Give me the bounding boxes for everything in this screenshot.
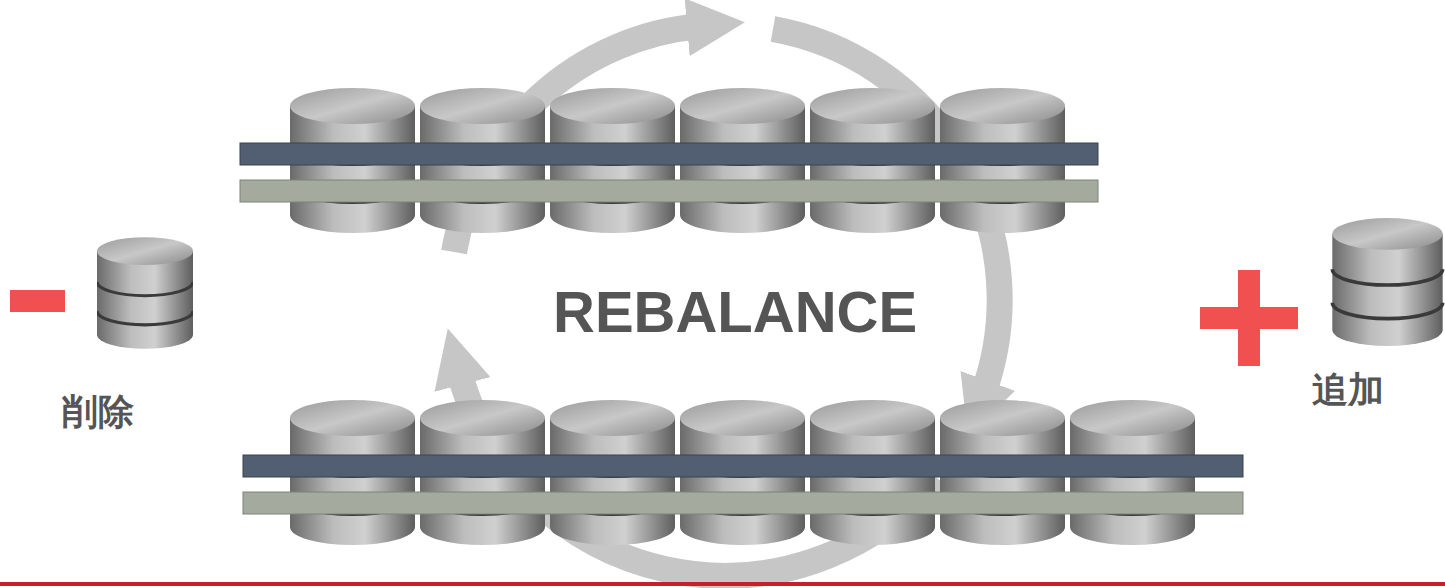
disk-group-top: [240, 88, 1098, 233]
action-label: 削除: [62, 392, 134, 432]
plus-bar: [1238, 270, 1260, 366]
action-label: 追加: [1312, 370, 1384, 410]
mirror-bar: [240, 180, 1098, 202]
cycle-label: REBALANCE: [553, 280, 917, 344]
disk-icon: [97, 237, 193, 348]
disk-icon: [1332, 218, 1442, 346]
footer-rule: [0, 582, 1445, 586]
stripe-bar: [240, 143, 1098, 165]
disk-group-bottom: [243, 400, 1243, 545]
minus-sign: [10, 290, 65, 312]
mirror-bar: [243, 492, 1243, 514]
plus-sign: [1200, 270, 1298, 366]
stripe-bar: [243, 455, 1243, 477]
